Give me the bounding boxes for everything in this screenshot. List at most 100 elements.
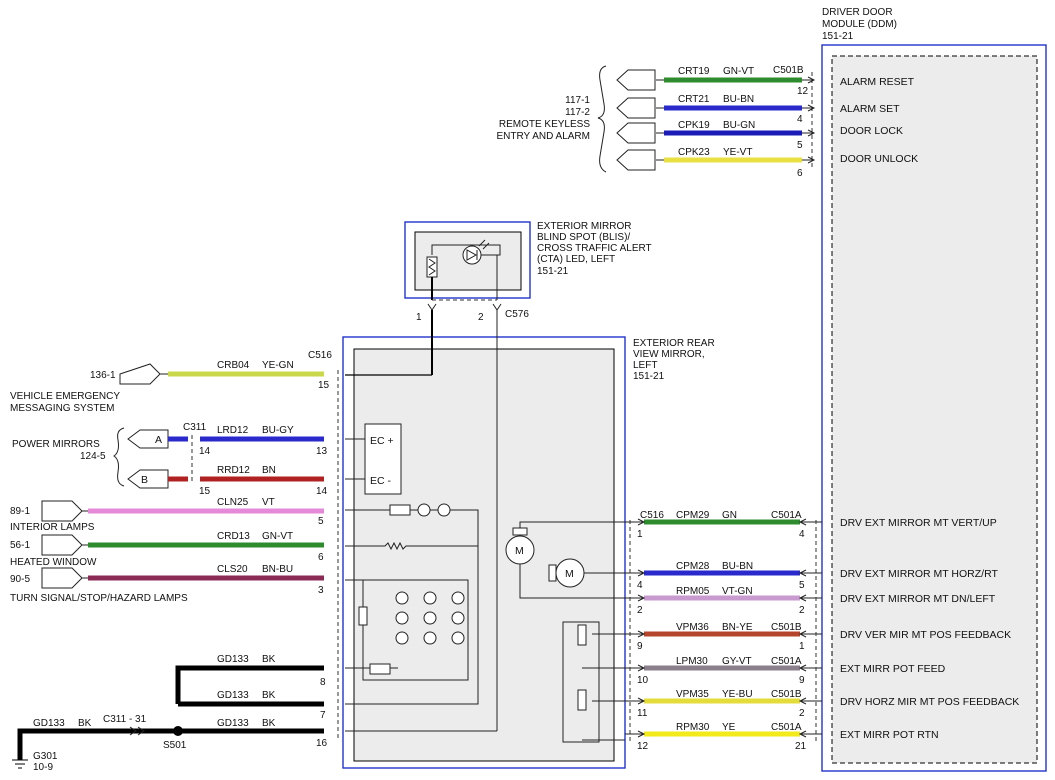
- row-rpin: 1: [799, 641, 805, 652]
- row-rpin: 9: [799, 675, 805, 686]
- interior-ref: 89-1: [10, 506, 30, 517]
- rke-color-2: BU-GN: [723, 120, 755, 131]
- heated-name: HEATED WINDOW: [10, 557, 97, 568]
- rke-wire-2: CPK19 BU-GN 5 DOOR LOCK: [616, 120, 903, 151]
- row-circuit: CPM28: [676, 561, 710, 572]
- interior-color: VT: [262, 497, 275, 508]
- gnd1-circuit: GD133: [217, 690, 249, 701]
- connector-arrow-icon: [41, 500, 83, 522]
- ddm-pin-label-1: ALARM SET: [840, 103, 900, 115]
- interior-pin: 5: [318, 516, 324, 527]
- vems-circuit: CRB04: [217, 360, 250, 371]
- row-rpin: 2: [799, 708, 805, 719]
- blis-title-3: CROSS TRAFFIC ALERT: [537, 243, 652, 254]
- rke-circuit-2: CPK19: [678, 120, 710, 131]
- connector-arrow-icon: [798, 630, 822, 638]
- ddm-title-1: DRIVER DOOR: [822, 7, 893, 18]
- row-lpin: 1: [637, 529, 643, 540]
- ec-minus: EC -: [370, 475, 392, 487]
- connector-arrow-icon: [625, 569, 646, 577]
- gf-circuit: GD133: [33, 718, 65, 729]
- pm-b: B: [141, 474, 148, 486]
- gf-ground: G301: [33, 751, 58, 762]
- resistor-icon: [389, 504, 411, 516]
- turn-color: BN-BU: [262, 564, 293, 575]
- row-circuit: RPM30: [676, 722, 710, 733]
- left-side: C516 136-1 CRB04 YE-GN 15 VEHICLE EMERGE…: [10, 350, 497, 773]
- turn-ref: 90-5: [10, 574, 30, 585]
- turn-pin: 3: [318, 585, 324, 596]
- mirror-module: EXTERIOR REAR VIEW MIRROR, LEFT 151-21 E…: [342, 310, 715, 769]
- connector-arrow-icon: [616, 69, 656, 91]
- connector-arrow-icon: [625, 664, 646, 672]
- heated-pin: 6: [318, 552, 324, 563]
- blis-led: EXTERIOR MIRROR BLIND SPOT (BLIS)/ CROSS…: [404, 221, 652, 323]
- blis-connector: C576: [505, 309, 529, 320]
- connector-arrow-icon: [798, 518, 822, 526]
- row-rconn: C501A: [771, 656, 802, 667]
- interior-circuit: CLN25: [217, 497, 249, 508]
- gf-ground-ref: 10-9: [33, 762, 53, 773]
- row-lpin: 12: [637, 741, 649, 752]
- row-circuit: CPM29: [676, 510, 710, 521]
- resistor-icon: [369, 663, 391, 675]
- connector-arrow-icon: [625, 730, 646, 738]
- connector-arrow-icon: [798, 730, 822, 738]
- resistor-icon: [358, 606, 368, 626]
- blis-title-1: EXTERIOR MIRROR: [537, 221, 631, 232]
- ddm-module: DRIVER DOOR MODULE (DDM) 151-21: [821, 7, 1047, 772]
- rke-circuit-1: CRT21: [678, 94, 710, 105]
- rke-circuit-0: CRT19: [678, 66, 710, 77]
- connector-arrow-icon: [616, 97, 656, 119]
- splice-icon: [173, 726, 183, 736]
- row-rpin: 21: [795, 741, 807, 752]
- row-color: GN: [722, 510, 737, 521]
- ddm-pin-label-2: DOOR LOCK: [840, 125, 903, 137]
- row-label: DRV EXT MIRROR MT VERT/UP: [840, 517, 997, 529]
- connector-arrow-icon: [625, 697, 646, 705]
- rke-circuit-3: CPK23: [678, 147, 710, 158]
- pm-b-color: BN: [262, 465, 276, 476]
- vems-name-2: MESSAGING SYSTEM: [10, 403, 114, 414]
- heated-color: GN-VT: [262, 531, 293, 542]
- connector-arrow-icon: [625, 518, 646, 526]
- svg-text:M: M: [565, 568, 574, 580]
- row-rpin: 2: [799, 605, 805, 616]
- connector-arrow-icon: [625, 594, 646, 602]
- row-color: YE: [722, 722, 736, 733]
- heater-icon: [345, 541, 478, 551]
- rke-wire-0: CRT19 GN-VT 12 ALARM RESET: [616, 66, 915, 97]
- row-lconn: C516: [640, 510, 664, 521]
- row-lpin: 9: [637, 641, 643, 652]
- ddm-title-3: 151-21: [822, 31, 854, 42]
- row-color: BU-BN: [722, 561, 753, 572]
- rke-color-1: BU-BN: [723, 94, 754, 105]
- row-lpin: 2: [637, 605, 643, 616]
- ground-icon: [12, 759, 28, 769]
- row-rconn: C501B: [771, 689, 802, 700]
- row-label: DRV EXT MIRROR MT DN/LEFT: [840, 593, 996, 605]
- ddm-pin-label-3: DOOR UNLOCK: [840, 153, 918, 165]
- pm-name: POWER MIRRORS: [12, 439, 100, 450]
- rke-pin-0: 12: [797, 86, 809, 97]
- gnd0-pin: 8: [320, 677, 326, 688]
- blis-title-5: 151-21: [537, 266, 569, 277]
- rke-wire-1: CRT21 BU-BN 4 ALARM SET: [616, 94, 900, 125]
- row-label: DRV EXT MIRROR MT HORZ/RT: [840, 568, 998, 580]
- gnd2-color: BK: [262, 718, 276, 729]
- row-lpin: 10: [637, 675, 649, 686]
- pm-a: A: [155, 434, 162, 446]
- connector-arrow-icon: [616, 122, 656, 144]
- rke-section: 117-1 117-2 REMOTE KEYLESS ENTRY AND ALA…: [496, 65, 918, 179]
- heated-circuit: CRD13: [217, 531, 250, 542]
- gf-color: BK: [78, 718, 92, 729]
- interior-name: INTERIOR LAMPS: [10, 522, 95, 533]
- heated-ref: 56-1: [10, 540, 30, 551]
